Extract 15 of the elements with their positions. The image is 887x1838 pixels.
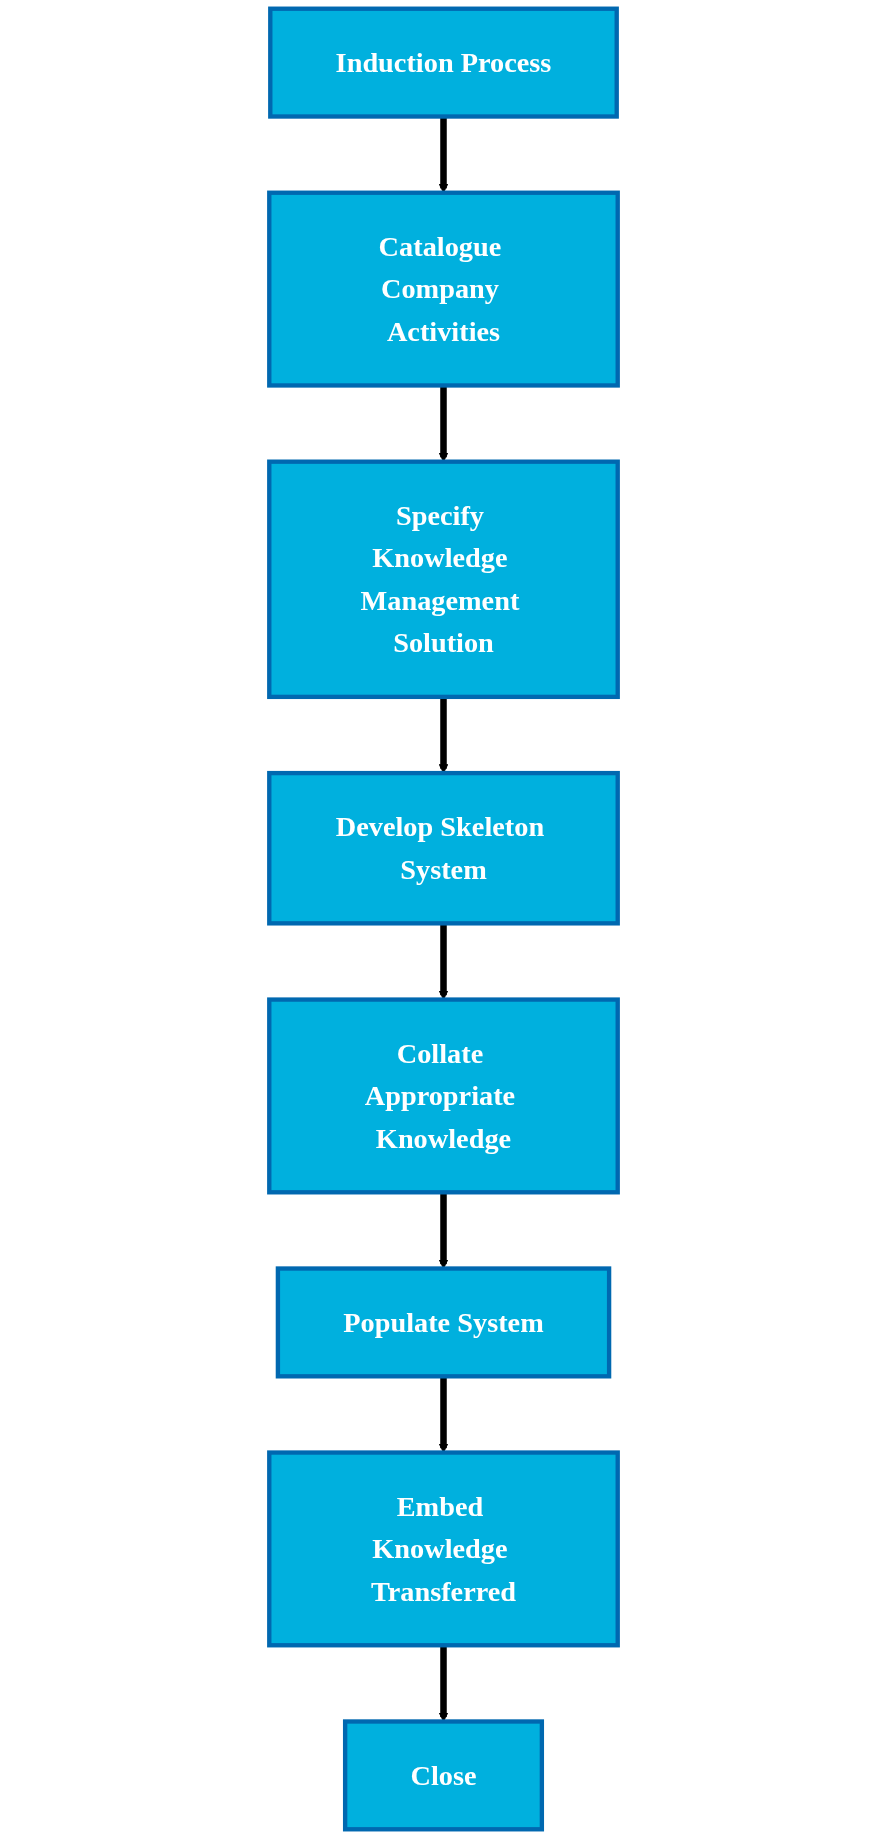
node-box: Catalogue Company Activities [267, 190, 620, 388]
arrow [438, 923, 449, 1000]
node-box: Populate System [275, 1266, 612, 1379]
node-box: Specify Knowledge Management Solution [267, 459, 620, 700]
arrow [438, 1376, 449, 1453]
node-box: Develop Skeleton System [267, 770, 620, 926]
node-box: Induction Process [268, 6, 619, 119]
arrow [438, 696, 449, 774]
node-box: Embed Knowledge Transferred [267, 1450, 620, 1648]
arrow [438, 1192, 449, 1269]
node-box: Collate Appropriate Knowledge [267, 997, 620, 1195]
arrow [438, 385, 449, 463]
node-box: Close [342, 1719, 545, 1832]
arrow [438, 1645, 449, 1722]
arrow [438, 116, 449, 194]
